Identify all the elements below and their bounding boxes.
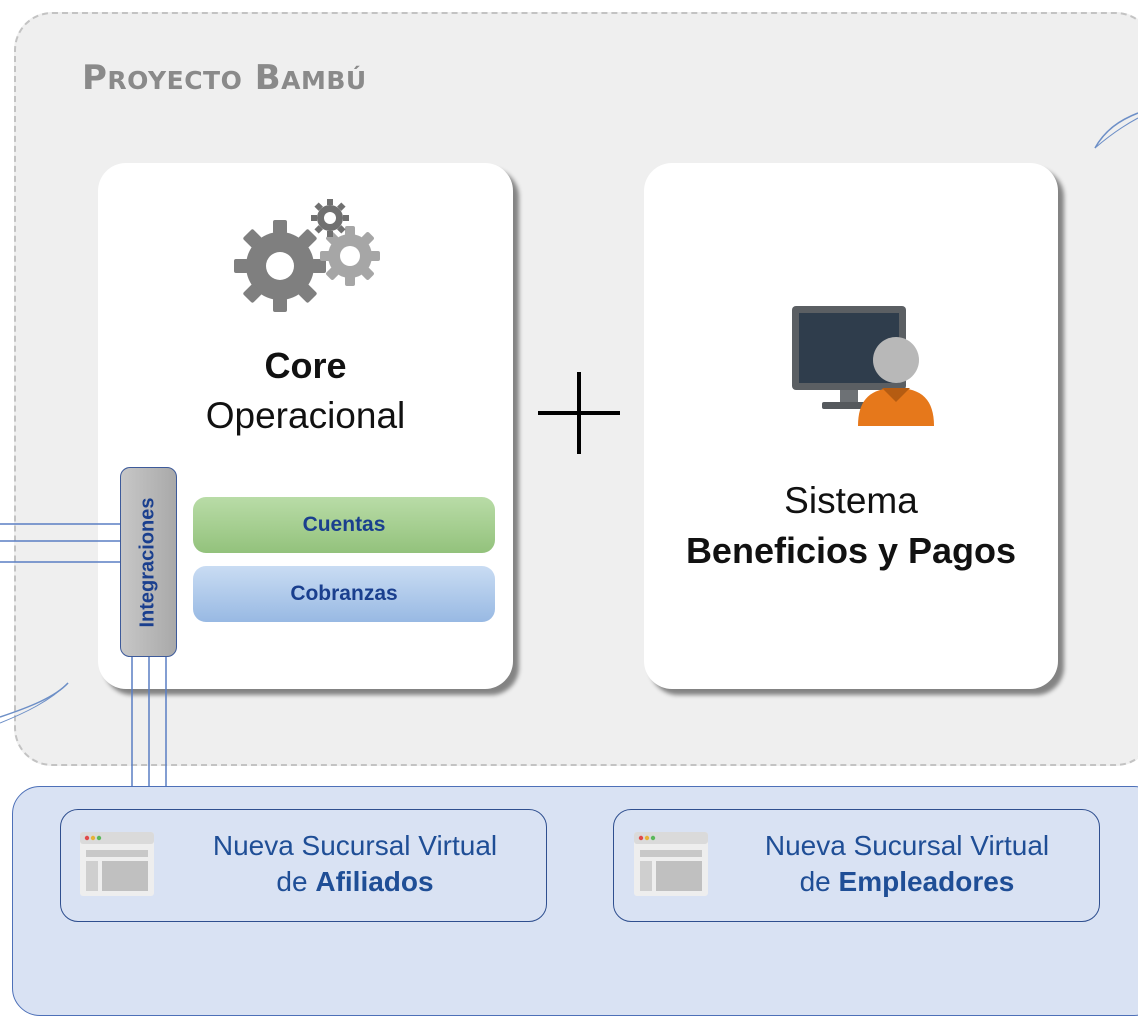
beneficios-pagos-card [644, 163, 1058, 689]
browser-window-icon [80, 832, 154, 896]
portal-afiliados-box [60, 809, 547, 922]
monitor-user-icon [792, 306, 934, 426]
portal-empleadores-box [613, 809, 1100, 922]
integrations-bus [120, 467, 177, 657]
browser-window-icon [634, 832, 708, 896]
core-subtitle: Operacional [205, 395, 406, 436]
integrations-label-wrap: Integraciones [120, 467, 177, 657]
portal-empleadores-label: Nueva Sucursal Virtual de Empleadores [764, 830, 1050, 897]
gears-icon [234, 199, 380, 312]
module-cuentas: Cuentas [193, 497, 495, 553]
integrations-label: Integraciones [137, 496, 160, 628]
project-title: PROYECTO BAMBÚ [82, 58, 367, 98]
callout-curve-left [0, 682, 69, 724]
portal-afiliados-label: Nueva Sucursal Virtual de Afiliados [212, 830, 498, 897]
benefits-system-name: Beneficios y Pagos [685, 530, 1017, 571]
plus-icon [538, 372, 620, 454]
module-cobranzas: Cobranzas [193, 566, 495, 622]
portals-panel [12, 786, 1138, 1016]
benefits-system-label: Sistema [784, 480, 918, 521]
core-title: Core [264, 345, 347, 386]
callout-curve-right [1094, 112, 1138, 149]
